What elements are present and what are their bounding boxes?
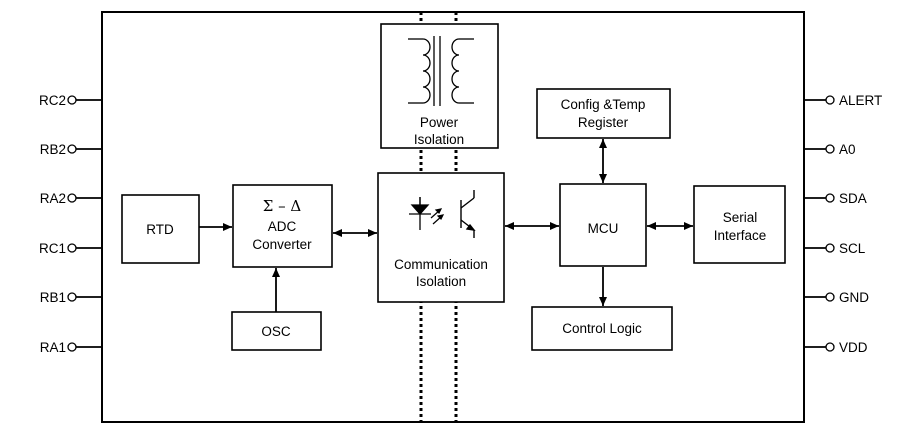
config-label-line1: Config &Temp	[561, 97, 646, 112]
control-logic-label: Control Logic	[562, 321, 642, 336]
pin-rc1: RC1	[39, 241, 102, 256]
rtd-label: RTD	[146, 222, 174, 237]
pin-label: SCL	[839, 241, 866, 256]
pin-label: RB2	[40, 142, 66, 157]
pin-label: RA1	[40, 340, 66, 355]
pin-label: GND	[839, 290, 869, 305]
adc-block: Σ – Δ ADC Converter	[232, 184, 333, 268]
pin-scl: SCL	[804, 241, 866, 256]
adc-label-line2: Converter	[252, 237, 312, 252]
config-label-line2: Register	[578, 115, 629, 130]
pin-label: RC1	[39, 241, 66, 256]
pin-a0: A0	[804, 142, 856, 157]
osc-label: OSC	[261, 324, 291, 339]
pin-rc2: RC2	[39, 93, 102, 108]
pin-alert: ALERT	[804, 93, 882, 108]
right-pins: ALERT A0 SDA SCL GND VDD	[804, 93, 882, 355]
power-isolation-block: Power Isolation	[380, 23, 499, 149]
pin-label: A0	[839, 142, 856, 157]
transformer-icon	[408, 36, 474, 106]
adc-label-line1: ADC	[268, 219, 297, 234]
mcu-label: MCU	[588, 221, 619, 236]
power-isolation-label-line2: Isolation	[414, 132, 464, 147]
pin-ra1: RA1	[40, 340, 102, 355]
power-isolation-label-line1: Power	[420, 115, 459, 130]
left-pins: RC2 RB2 RA2 RC1 RB1 RA1	[39, 93, 102, 355]
rtd-block: RTD	[121, 194, 200, 264]
pin-ra2: RA2	[40, 191, 102, 206]
pin-label: RC2	[39, 93, 66, 108]
pin-sda: SDA	[804, 191, 867, 206]
pin-label: SDA	[839, 191, 867, 206]
pin-label: VDD	[839, 340, 868, 355]
light-rays-icon	[430, 208, 445, 225]
communication-isolation-block: Communication Isolation	[377, 172, 505, 303]
phototransistor-icon	[460, 190, 476, 238]
serial-interface-block: Serial Interface	[693, 185, 786, 264]
serial-label-line1: Serial	[723, 210, 758, 225]
led-icon	[409, 197, 431, 230]
adc-symbol: Σ – Δ	[263, 197, 302, 215]
osc-block: OSC	[231, 311, 322, 351]
pin-label: RB1	[40, 290, 66, 305]
pin-rb2: RB2	[40, 142, 102, 157]
pin-rb1: RB1	[40, 290, 102, 305]
control-logic-block: Control Logic	[531, 306, 673, 351]
pin-label: ALERT	[839, 93, 882, 108]
communication-isolation-label-line2: Isolation	[416, 274, 466, 289]
config-temp-register-block: Config &Temp Register	[536, 88, 671, 139]
communication-isolation-label-line1: Communication	[394, 257, 488, 272]
pin-label: RA2	[40, 191, 66, 206]
serial-label-line2: Interface	[714, 228, 767, 243]
pin-vdd: VDD	[804, 340, 868, 355]
mcu-block: MCU	[559, 183, 647, 267]
pin-gnd: GND	[804, 290, 869, 305]
